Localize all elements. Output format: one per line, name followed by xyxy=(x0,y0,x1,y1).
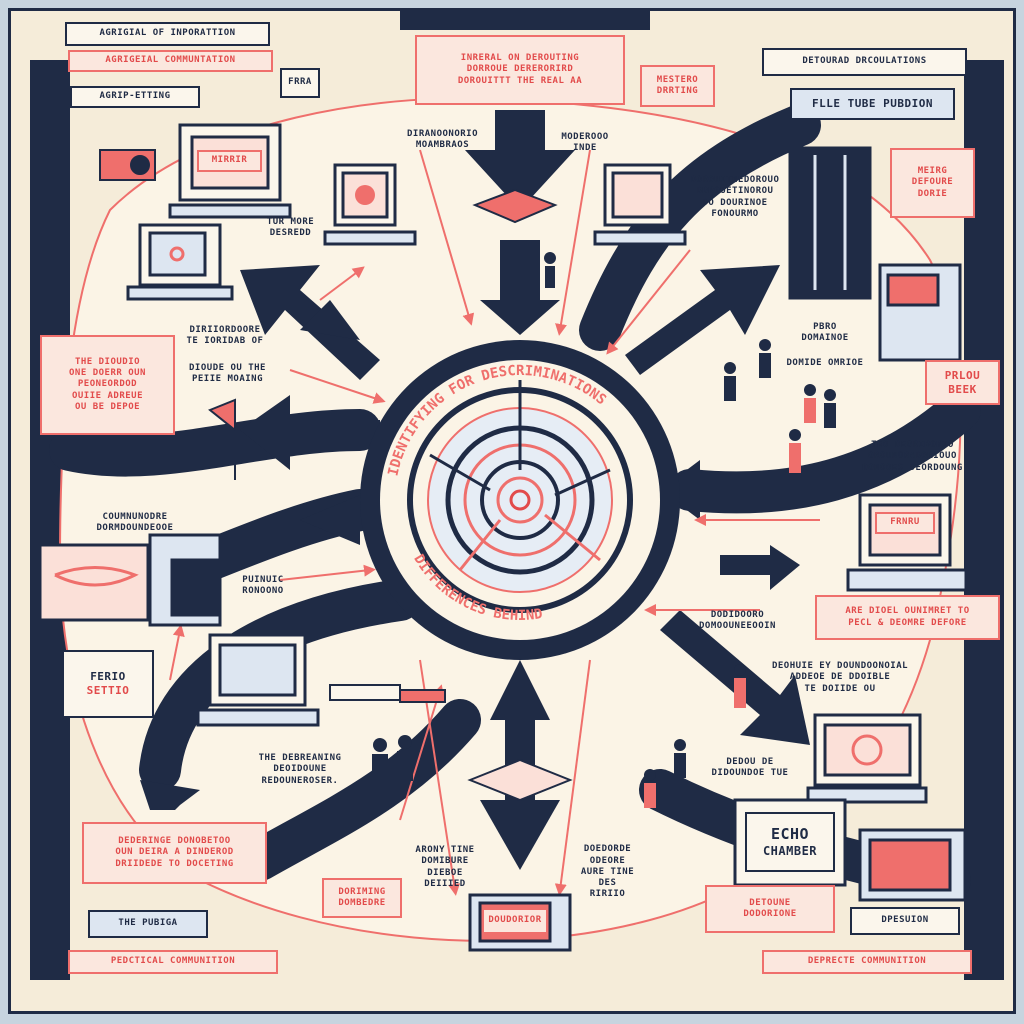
center-bottom-caption-1: ARONY TINE DOMIBURE DIEBOE DEIIIED xyxy=(415,845,475,889)
bottom-right-pair: DETOUNE DODORIONE xyxy=(705,885,835,933)
left-screen-text: MIRRIR xyxy=(197,150,262,172)
right-mid-caption-2: DOMIDE OMRIOE xyxy=(786,358,864,369)
computer-left-mid xyxy=(148,533,222,627)
right-mid-caption-1: PBRO DOMAINOE xyxy=(801,321,849,343)
screen-left-red xyxy=(38,543,150,622)
right-bottom-caption: DEDOU DE DIDOUNDOE TUE xyxy=(711,756,789,778)
echo-chamber-box: ECHO CHAMBER xyxy=(745,812,835,872)
server-tower xyxy=(788,146,872,300)
laptop-right-bottom xyxy=(806,713,928,804)
top-right-subtitle: FLLE TUBE PUBDION xyxy=(790,88,955,120)
people-group-left xyxy=(372,735,413,784)
right-red-tag: PRLOU BEEK xyxy=(925,360,1000,405)
computer-bottom-right xyxy=(858,828,967,902)
footer-left: PEDCTICAL COMMUNITION xyxy=(68,950,278,974)
tv-left xyxy=(126,223,234,301)
right-caption-2: TEO DEORIBORIO OROUNORADORIOUO DONOOES D… xyxy=(862,440,963,473)
top-center-small: FRRA xyxy=(280,68,320,98)
red-connector xyxy=(606,249,691,355)
top-center-right-box: MESTERO DRRTING xyxy=(640,65,715,107)
center-caption-mid-1: DIRANOONORIO MOAMBRAOS xyxy=(406,128,479,150)
red-connector xyxy=(169,624,185,681)
top-center-box: INRERAL ON DEROUTING DORROUE DERERORIRD … xyxy=(415,35,625,105)
label-top-left-2: AGRIGEIAL COMMUNTATION xyxy=(68,50,273,72)
left-bottom-caption: THE DEBREANING DEOIDOUNE REDOUNEROSER. xyxy=(258,753,342,786)
arrow-bottom xyxy=(480,800,560,870)
central-target xyxy=(360,340,680,660)
center-caption-left: TUR MORE DESREDD xyxy=(266,216,315,238)
computer-top-center xyxy=(323,163,417,246)
center-bottom-caption-2: DOEDORDE ODEORE AURE TINE DES RIRIIO xyxy=(580,844,635,900)
bottom-right-tag: DPESUION xyxy=(850,907,960,935)
left-feed-box: FERIO SETTIO xyxy=(62,650,154,718)
arrow-top-2 xyxy=(480,240,560,335)
camera-icon xyxy=(99,149,156,181)
top-right-title: DETOURAD DRCOULATIONS xyxy=(762,48,967,76)
arrow-bottomright xyxy=(660,610,810,745)
arrow-left-top xyxy=(300,300,360,340)
person-top-center xyxy=(544,252,556,288)
arrow-right xyxy=(660,460,760,520)
bottom-tv-text: DOUDORIOR xyxy=(482,908,548,934)
left-caption-1: DIRIIORDOORE TE IORIDAB OF xyxy=(186,324,264,346)
left-caption-3: COUMNUNODRE DORMDOUNDEOOE xyxy=(96,511,174,533)
hand-pointing xyxy=(329,684,446,703)
center-caption-mid-2: MODEROOO INDE xyxy=(561,131,609,153)
red-connector xyxy=(555,149,591,336)
right-box-1: MEIRG DEFOURE DORIE xyxy=(890,148,975,218)
diamond-pedestal-bottom xyxy=(467,758,573,802)
swirl-arm-bottom xyxy=(239,699,481,881)
arrow-right-low xyxy=(720,545,800,590)
diamond-pedestal-top xyxy=(472,188,558,224)
right-screen-text: FRNRU xyxy=(875,512,935,534)
echo-label: ECHO xyxy=(770,825,810,844)
people-group-right xyxy=(724,339,836,473)
right-caption-1: DOROUITNEDOROUO DDROUETINOROU DO DOURINO… xyxy=(690,175,780,219)
left-feed-line-1: FERIO xyxy=(90,670,126,684)
arrow-left xyxy=(240,395,380,470)
right-caption-4: DEOHUIE EY DOUNDOONOIAL ADDEOE DE DDOIBL… xyxy=(771,661,909,694)
left-caption-4: PUINUIC RONOONO xyxy=(242,574,284,596)
arrow-bottomleft xyxy=(140,780,200,810)
navy-band-top-center xyxy=(400,8,650,30)
right-box-2: ARE DIOEL OUNIMRET TO PECL & DEOMRE DEFO… xyxy=(815,595,1000,640)
label-top-left-3: AGRIP-ETTING xyxy=(70,86,200,108)
left-red-box: THE DIOUDIO ONE DOERR OUN PEONEORDOD OUI… xyxy=(40,335,175,435)
red-connector xyxy=(319,266,365,301)
chamber-label: CHAMBER xyxy=(762,843,818,858)
footer-right: DEPRECTE COMMUNITION xyxy=(762,950,972,974)
red-connector xyxy=(554,659,591,896)
arrow-top xyxy=(465,110,575,210)
bottom-center-left-box: DORIMING DOMBEDRE xyxy=(322,878,402,918)
left-feed-line-2: SETTIO xyxy=(86,684,130,697)
laptop-right xyxy=(846,493,968,592)
computer-top-right xyxy=(593,163,687,246)
red-connector xyxy=(279,564,376,581)
red-connector xyxy=(289,369,386,404)
people-group-bottom-right xyxy=(644,664,746,808)
bottom-left-pub: THE PUBIGA xyxy=(88,910,208,938)
right-caption-3: DODIDOORO DOMOOUNEEOOIN xyxy=(699,609,776,631)
arrow-upright xyxy=(625,265,780,375)
arrow-left-low xyxy=(300,495,360,545)
left-caption-2: DIOUDE OU THE PEIIE MOAING xyxy=(189,362,266,384)
label-top-left-1: AGRIGIAL OF INPORATTION xyxy=(65,22,270,46)
red-connector xyxy=(419,149,475,326)
swirl-arm-right-top xyxy=(579,104,821,351)
red-connector xyxy=(399,684,444,821)
flag-icon xyxy=(208,398,236,480)
laptop-left-bottom xyxy=(196,633,320,727)
server-red xyxy=(878,263,962,362)
left-bottom-box: DEDERINGE DONOBETOO OUN DEIRA A DINDEROD… xyxy=(82,822,267,884)
